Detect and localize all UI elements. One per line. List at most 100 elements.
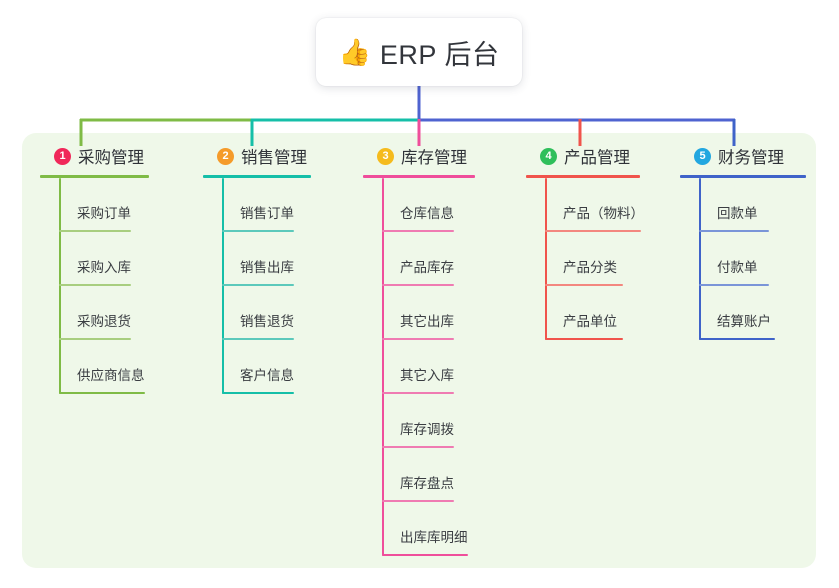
list-item[interactable]: 产品（物料） <box>545 178 644 232</box>
column-2: 2 销售管理销售订单销售出库销售退货客户信息 <box>203 143 311 394</box>
column-header-1[interactable]: 1 采购管理 <box>40 143 149 169</box>
list-item[interactable]: 客户信息 <box>222 340 311 394</box>
list-item-rule <box>382 554 468 556</box>
list-item-rule <box>545 284 623 286</box>
list-item-label: 供应商信息 <box>77 368 145 383</box>
column-item-list: 采购订单采购入库采购退货供应商信息 <box>59 178 149 394</box>
list-item-label: 采购退货 <box>77 314 131 329</box>
list-item[interactable]: 回款单 <box>699 178 806 232</box>
list-item-rule <box>222 338 294 340</box>
list-item-label: 采购入库 <box>77 260 131 275</box>
list-item-label: 库存盘点 <box>400 476 454 491</box>
list-item[interactable]: 产品单位 <box>545 286 640 340</box>
list-item-rule <box>382 500 454 502</box>
list-item[interactable]: 出库库明细 <box>382 502 475 556</box>
list-item[interactable]: 产品库存 <box>382 232 475 286</box>
column-title: 销售管理 <box>241 149 307 167</box>
column-item-list: 仓库信息产品库存其它出库其它入库库存调拨库存盘点出库库明细 <box>382 178 475 556</box>
thumbs-up-icon: 👍 <box>338 37 371 67</box>
list-item[interactable]: 销售退货 <box>222 286 311 340</box>
list-item[interactable]: 其它出库 <box>382 286 475 340</box>
list-item[interactable]: 库存调拨 <box>382 394 475 448</box>
column-spine <box>382 178 384 556</box>
column-title: 财务管理 <box>718 149 784 167</box>
list-item-rule <box>59 284 131 286</box>
list-item-label: 产品单位 <box>563 314 617 329</box>
column-3: 3 库存管理仓库信息产品库存其它出库其它入库库存调拨库存盘点出库库明细 <box>363 143 475 556</box>
list-item-rule <box>222 284 294 286</box>
column-header-rule <box>203 175 311 178</box>
list-item-rule <box>382 338 454 340</box>
column-4: 4 产品管理产品（物料） 产品分类产品单位 <box>526 143 644 340</box>
list-item-label: 销售退货 <box>240 314 294 329</box>
list-item-rule <box>382 284 454 286</box>
list-item-label: 回款单 <box>717 206 758 221</box>
list-item[interactable]: 采购入库 <box>59 232 149 286</box>
list-item-label: 付款单 <box>717 260 758 275</box>
list-item-rule <box>222 230 294 232</box>
column-item-list: 回款单付款单结算账户 <box>699 178 806 340</box>
list-item-rule <box>382 392 454 394</box>
column-header-5[interactable]: 5 财务管理 <box>680 143 806 169</box>
list-item-label: 产品（物料） <box>563 206 644 221</box>
list-item-rule <box>699 284 769 286</box>
column-number-badge: 1 <box>54 147 71 165</box>
list-item[interactable]: 采购退货 <box>59 286 149 340</box>
list-item-label: 客户信息 <box>240 368 294 383</box>
column-header-rule <box>526 175 640 178</box>
column-1: 1 采购管理采购订单采购入库采购退货供应商信息 <box>40 143 149 394</box>
list-item[interactable]: 库存盘点 <box>382 448 475 502</box>
column-header-rule <box>680 175 806 178</box>
list-item-rule <box>699 230 769 232</box>
list-item-rule <box>59 230 131 232</box>
column-number-badge: 5 <box>694 147 711 165</box>
list-item[interactable]: 结算账户 <box>699 286 806 340</box>
column-header-rule <box>363 175 475 178</box>
root-node-label: ERP 后台 <box>379 39 500 70</box>
column-header-2[interactable]: 2 销售管理 <box>203 143 311 169</box>
column-spine <box>699 178 701 340</box>
column-item-list: 销售订单销售出库销售退货客户信息 <box>222 178 311 394</box>
list-item[interactable]: 供应商信息 <box>59 340 149 394</box>
list-item-rule <box>59 392 145 394</box>
list-item-rule <box>545 230 641 232</box>
list-item-label: 产品库存 <box>400 260 454 275</box>
root-node[interactable]: 👍 ERP 后台 <box>316 18 522 86</box>
list-item[interactable]: 付款单 <box>699 232 806 286</box>
list-item-label: 仓库信息 <box>400 206 454 221</box>
column-header-4[interactable]: 4 产品管理 <box>526 143 640 169</box>
list-item[interactable]: 销售订单 <box>222 178 311 232</box>
column-item-list: 产品（物料） 产品分类产品单位 <box>545 178 644 340</box>
list-item-label: 其它出库 <box>400 314 454 329</box>
list-item[interactable]: 其它入库 <box>382 340 475 394</box>
column-spine <box>222 178 224 394</box>
column-5: 5 财务管理回款单付款单结算账户 <box>680 143 806 340</box>
list-item-rule <box>699 338 775 340</box>
list-item[interactable]: 产品分类 <box>545 232 640 286</box>
list-item[interactable]: 采购订单 <box>59 178 149 232</box>
diagram-background-panel <box>22 133 816 568</box>
column-header-3[interactable]: 3 库存管理 <box>363 143 475 169</box>
list-item[interactable]: 销售出库 <box>222 232 311 286</box>
column-number-badge: 2 <box>217 147 234 165</box>
list-item-label: 销售订单 <box>240 206 294 221</box>
column-title: 库存管理 <box>401 149 467 167</box>
list-item-rule <box>59 338 131 340</box>
list-item-label: 采购订单 <box>77 206 131 221</box>
column-spine <box>59 178 61 394</box>
list-item[interactable]: 仓库信息 <box>382 178 475 232</box>
list-item-label: 销售出库 <box>240 260 294 275</box>
list-item-label: 出库库明细 <box>400 530 468 545</box>
list-item-rule <box>382 446 454 448</box>
column-header-rule <box>40 175 149 178</box>
list-item-rule <box>382 230 454 232</box>
column-title: 采购管理 <box>78 149 144 167</box>
list-item-label: 库存调拨 <box>400 422 454 437</box>
list-item-rule <box>545 338 623 340</box>
column-number-badge: 4 <box>540 147 557 165</box>
column-number-badge: 3 <box>377 147 394 165</box>
list-item-label: 结算账户 <box>717 314 771 329</box>
list-item-label: 其它入库 <box>400 368 454 383</box>
column-title: 产品管理 <box>564 149 630 167</box>
